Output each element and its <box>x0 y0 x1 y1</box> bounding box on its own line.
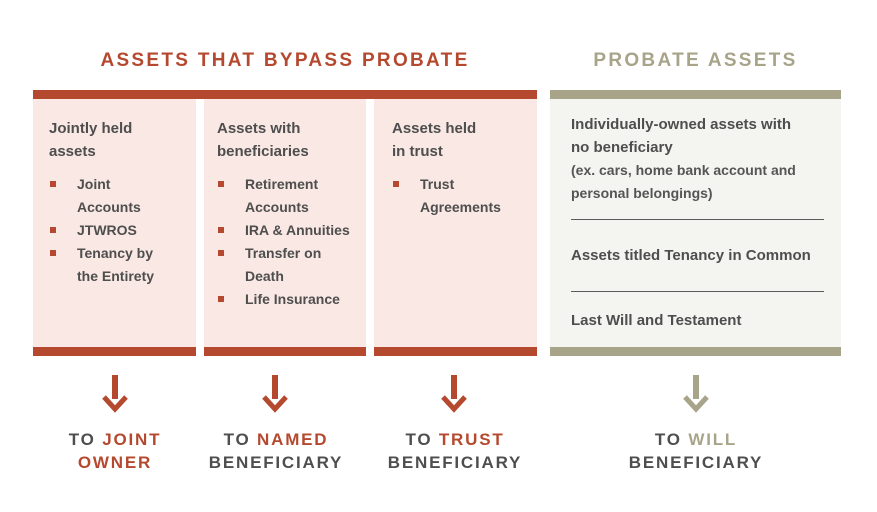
bypass-top-bar <box>33 90 537 99</box>
trust-bottom-bar <box>374 347 537 356</box>
square-bullet-icon <box>218 181 224 187</box>
list-item: JTWROS <box>49 219 186 242</box>
square-bullet-icon <box>50 227 56 233</box>
bypass-probate-heading: ASSETS THAT BYPASS PROBATE <box>100 50 470 71</box>
square-bullet-icon <box>218 296 224 302</box>
arrow-down-icon <box>262 375 288 413</box>
divider <box>571 219 824 220</box>
last-will-item: Last Will and Testament <box>571 312 742 329</box>
list-item: Life Insurance <box>217 288 356 311</box>
square-bullet-icon <box>50 181 56 187</box>
trust-beneficiary-destination: TO TRUST BENEFICIARY <box>387 430 523 472</box>
joint-owner-destination: TO JOINT OWNER <box>68 430 162 472</box>
probate-bottom-bar <box>550 347 841 356</box>
square-bullet-icon <box>50 250 56 256</box>
will-beneficiary-destination: TO WILL BENEFICIARY <box>628 430 764 472</box>
square-bullet-icon <box>218 250 224 256</box>
joint-bottom-bar <box>33 347 196 356</box>
probate-top-bar <box>550 90 841 99</box>
arrow-down-icon <box>683 375 709 413</box>
arrow-down-icon <box>441 375 467 413</box>
beneficiaries-bottom-bar <box>204 347 366 356</box>
divider <box>571 291 824 292</box>
tenancy-in-common-item: Assets titled Tenancy in Common <box>571 247 811 264</box>
square-bullet-icon <box>393 181 399 187</box>
list-item: IRA & Annuities <box>217 219 356 242</box>
square-bullet-icon <box>218 227 224 233</box>
named-beneficiary-destination: TO NAMED BENEFICIARY <box>208 430 344 472</box>
probate-assets-heading: PROBATE ASSETS <box>593 50 798 71</box>
arrow-down-icon <box>102 375 128 413</box>
